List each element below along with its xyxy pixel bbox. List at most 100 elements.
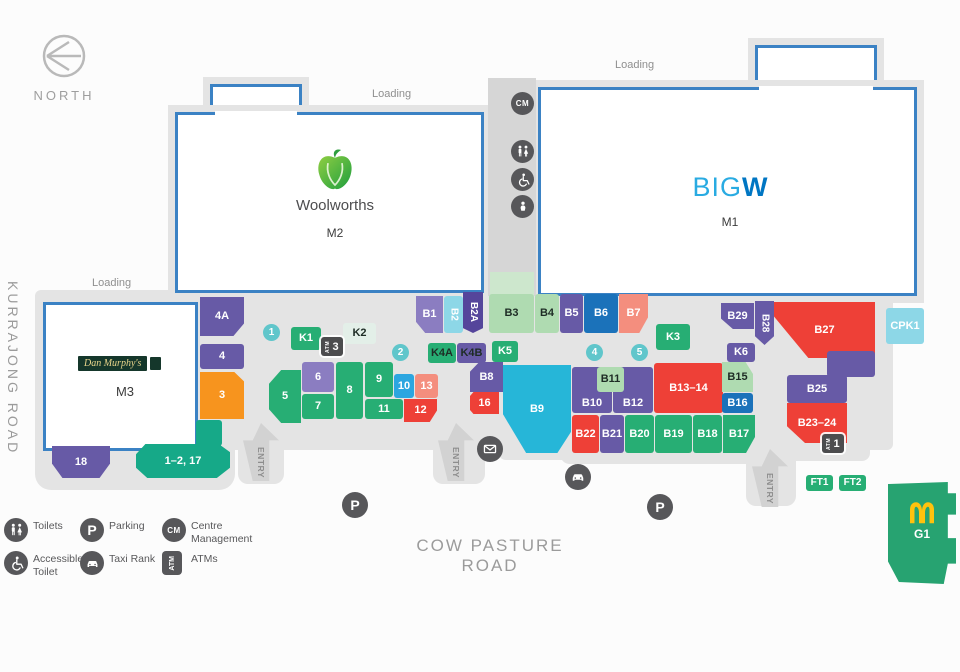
numbered-marker-1: 1 [263, 324, 280, 341]
accessible-toilet-icon [511, 168, 534, 191]
road-cow-pasture: COW PASTURE ROAD [416, 536, 564, 575]
unit-3: 3 [200, 372, 244, 419]
parking-icon: P [342, 492, 368, 518]
loading-label: Loading [372, 88, 412, 100]
danmurphys-logo: Dan Murphy's [78, 356, 162, 371]
unit-B13-14: B13–14 [654, 363, 723, 413]
numbered-marker-5: 5 [631, 344, 648, 361]
toilets-icon [511, 140, 534, 163]
unit-G1-label: G1 [913, 527, 930, 541]
unit-4: 4 [200, 344, 244, 369]
parking-icon: P [647, 494, 673, 520]
mailbox-icon [477, 436, 503, 462]
unit-B2: B2 [444, 296, 463, 333]
unit-FT2: FT2 [839, 475, 866, 491]
north-label: NORTH [33, 88, 95, 103]
taxi-icon [565, 464, 591, 490]
unit-4A: 4A [200, 297, 244, 336]
legend-label: Parking [109, 520, 145, 532]
unit-CPK1: CPK1 [886, 308, 924, 344]
unit-13: 13 [415, 374, 438, 398]
parent-room-icon [511, 195, 534, 218]
unit-B25a [827, 351, 875, 377]
unit-K5: K5 [492, 341, 518, 362]
bigw-bold-text: W [742, 172, 768, 202]
legend-parking-icon: P [80, 518, 104, 542]
unit-B11: B11 [597, 367, 624, 392]
unit-1-2-17b [196, 420, 222, 446]
road-kurrajong: KURRAJONG ROAD [5, 280, 21, 456]
bigw-logo: BIGW M1 [655, 172, 805, 229]
unit-G1 [888, 482, 956, 584]
mcdonalds-logo: G1 [896, 500, 948, 541]
unit-9: 9 [365, 362, 393, 397]
unit-M2-label: M2 [326, 226, 344, 240]
unit-B15: B15 [722, 362, 753, 392]
unit-B25: B25 [787, 375, 847, 403]
unit-K4A: K4A [428, 343, 456, 363]
legend-label: Taxi Rank [109, 553, 156, 565]
unit-B16: B16 [722, 393, 753, 413]
unit-10: 10 [394, 374, 414, 398]
loading-label: Loading [615, 59, 655, 71]
corridor-green-zone [490, 272, 534, 296]
unit-M1-label: M1 [721, 215, 739, 229]
building-opening [215, 111, 297, 117]
unit-K6: K6 [727, 343, 755, 362]
unit-B1: B1 [416, 296, 443, 333]
unit-M3-label: M3 [115, 384, 135, 399]
unit-B21: B21 [600, 415, 624, 453]
unit-5: 5 [269, 370, 301, 423]
unit-K1: K1 [291, 327, 321, 350]
legend-label: Centre Management [191, 520, 253, 545]
unit-B20: B20 [625, 415, 654, 453]
woolworths-apple-icon [318, 149, 352, 190]
legend-atm-icon: ATM [162, 551, 182, 575]
unit-B28: B28 [755, 301, 774, 345]
unit-K2: K2 [343, 323, 376, 344]
unit-B18: B18 [693, 415, 722, 453]
building-bigw-notch [755, 45, 877, 93]
unit-FT1: FT1 [806, 475, 833, 491]
legend-taxi-icon [80, 551, 104, 575]
woolworths-logo: Woolworths M2 [275, 148, 395, 240]
unit-B22: B22 [572, 415, 599, 453]
unit-B5: B5 [560, 294, 583, 333]
unit-B19: B19 [655, 415, 692, 453]
unit-B3: B3 [489, 294, 534, 333]
unit-11: 11 [365, 399, 403, 419]
unit-7: 7 [302, 394, 334, 419]
unit-6: 6 [302, 362, 334, 392]
north-compass-icon [40, 32, 88, 85]
woolworths-name: Woolworths [295, 197, 375, 214]
legend-label: Accessible Toilet [33, 553, 84, 578]
legend-cm-icon: CM [162, 518, 186, 542]
unit-B6: B6 [584, 294, 618, 333]
unit-B8: B8 [470, 362, 503, 392]
building-woolworths [175, 112, 484, 293]
unit-12: 12 [404, 399, 437, 422]
danmurphys-wordmark: Dan Murphy's [78, 356, 148, 371]
unit-8: 8 [336, 362, 363, 419]
unit-B2A: B2A [463, 292, 483, 333]
unit-1-2-17: 1–2, 17 [136, 444, 230, 478]
legend-label: ATMs [191, 553, 218, 565]
building-danmurphys [43, 302, 198, 451]
unit-K4B: K4B [457, 343, 486, 363]
unit-B4: B4 [535, 294, 559, 333]
centre-management-icon: CM [511, 92, 534, 115]
legend-toilets-icon [4, 518, 28, 542]
danmurphys-badge-icon [150, 357, 162, 370]
mcdonalds-arches-icon [910, 502, 934, 524]
unit-16: 16 [470, 392, 499, 414]
legend-label: Toilets [33, 520, 63, 532]
numbered-marker-4: 4 [586, 344, 603, 361]
building-bigw [538, 87, 917, 296]
numbered-marker-2: 2 [392, 344, 409, 361]
bigw-light-text: BIG [692, 172, 743, 202]
